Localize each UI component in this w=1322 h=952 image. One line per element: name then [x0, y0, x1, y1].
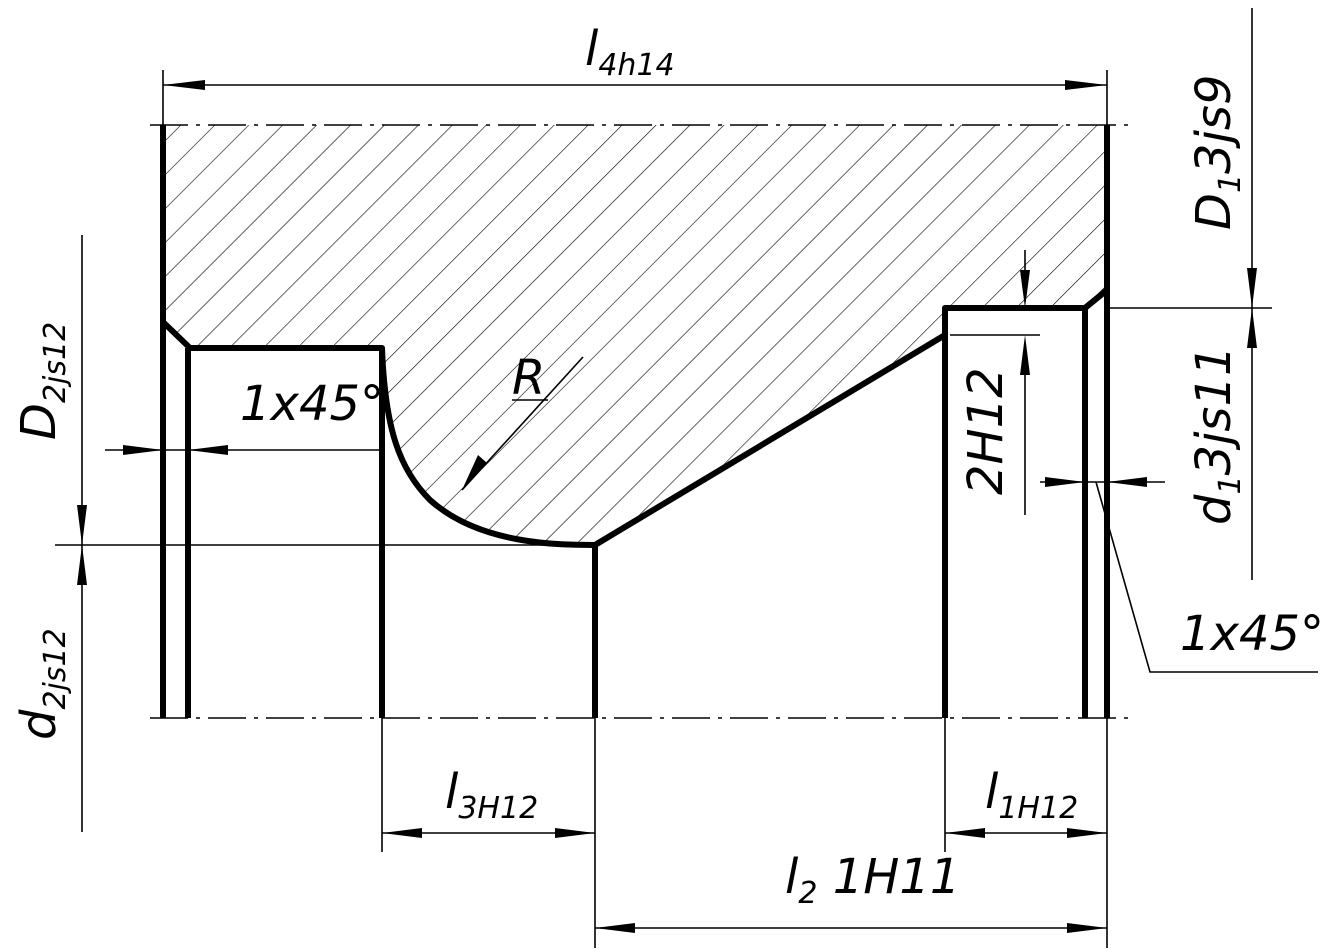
d2-main-text: d [11, 709, 67, 740]
svg-text:D13js9: D13js9 [1186, 75, 1248, 230]
D1-main-text: D [1186, 193, 1242, 230]
svg-text:l1H12: l1H12 [985, 764, 1078, 826]
dimension-d1: d13js11 [1186, 308, 1257, 580]
l2-sub-text: 2 [798, 876, 817, 911]
d1-sub-text: 1 [1213, 475, 1248, 494]
h-text: 2H12 [958, 367, 1014, 495]
dimension-l3: l3H12 [381, 718, 596, 948]
d2-sub-text: 2js12 [38, 628, 73, 709]
chamfer-left-text: 1x45° [240, 376, 384, 432]
dimension-2H12: 2H12 [950, 250, 1040, 515]
left-chamfer-dimension: 1x45° [105, 376, 384, 455]
l2-main-text: l [785, 849, 799, 905]
l4-sub-text: 4h14 [598, 48, 674, 83]
chamfer-right-text: 1x45° [1180, 606, 1322, 662]
svg-text:l4h14: l4h14 [585, 21, 675, 83]
radius-dimension: R [461, 350, 584, 491]
svg-text:D2js12: D2js12 [11, 322, 73, 440]
hatched-section [163, 125, 1107, 545]
svg-text:d13js11: d13js11 [1186, 345, 1248, 525]
d1-rest-text: 3js11 [1186, 345, 1242, 475]
D1-sub-text: 1 [1213, 174, 1248, 193]
D1-rest-text: 3js9 [1186, 75, 1242, 174]
svg-text:l3H12: l3H12 [445, 764, 538, 826]
l1-main-text: l [985, 764, 999, 820]
dimension-D1: D13js9 [1110, 8, 1272, 309]
l3-main-text: l [445, 764, 459, 820]
l4-main-text: l [585, 21, 599, 77]
svg-text:d2js12: d2js12 [11, 628, 73, 740]
svg-text:l2 1H11: l2 1H11 [785, 849, 960, 911]
D2-sub-text: 2js12 [38, 322, 73, 403]
dimension-l1: l1H12 [944, 718, 1108, 948]
D2-main-text: D [11, 403, 67, 440]
dimension-l2: l2 1H11 [595, 849, 1107, 933]
right-chamfer-dimension: 1x45° [1040, 477, 1322, 673]
dimension-l4: l4h14 [162, 21, 1108, 125]
l3-sub-text: 3H12 [458, 791, 538, 826]
l1-sub-text: 1H12 [998, 791, 1078, 826]
d1-main-text: d [1186, 494, 1242, 525]
radius-text: R [512, 350, 545, 406]
l2-rest-text: 1H11 [817, 849, 960, 905]
dimension-D2: D2js12 [11, 235, 595, 546]
dimension-d2: d2js12 [11, 545, 87, 832]
